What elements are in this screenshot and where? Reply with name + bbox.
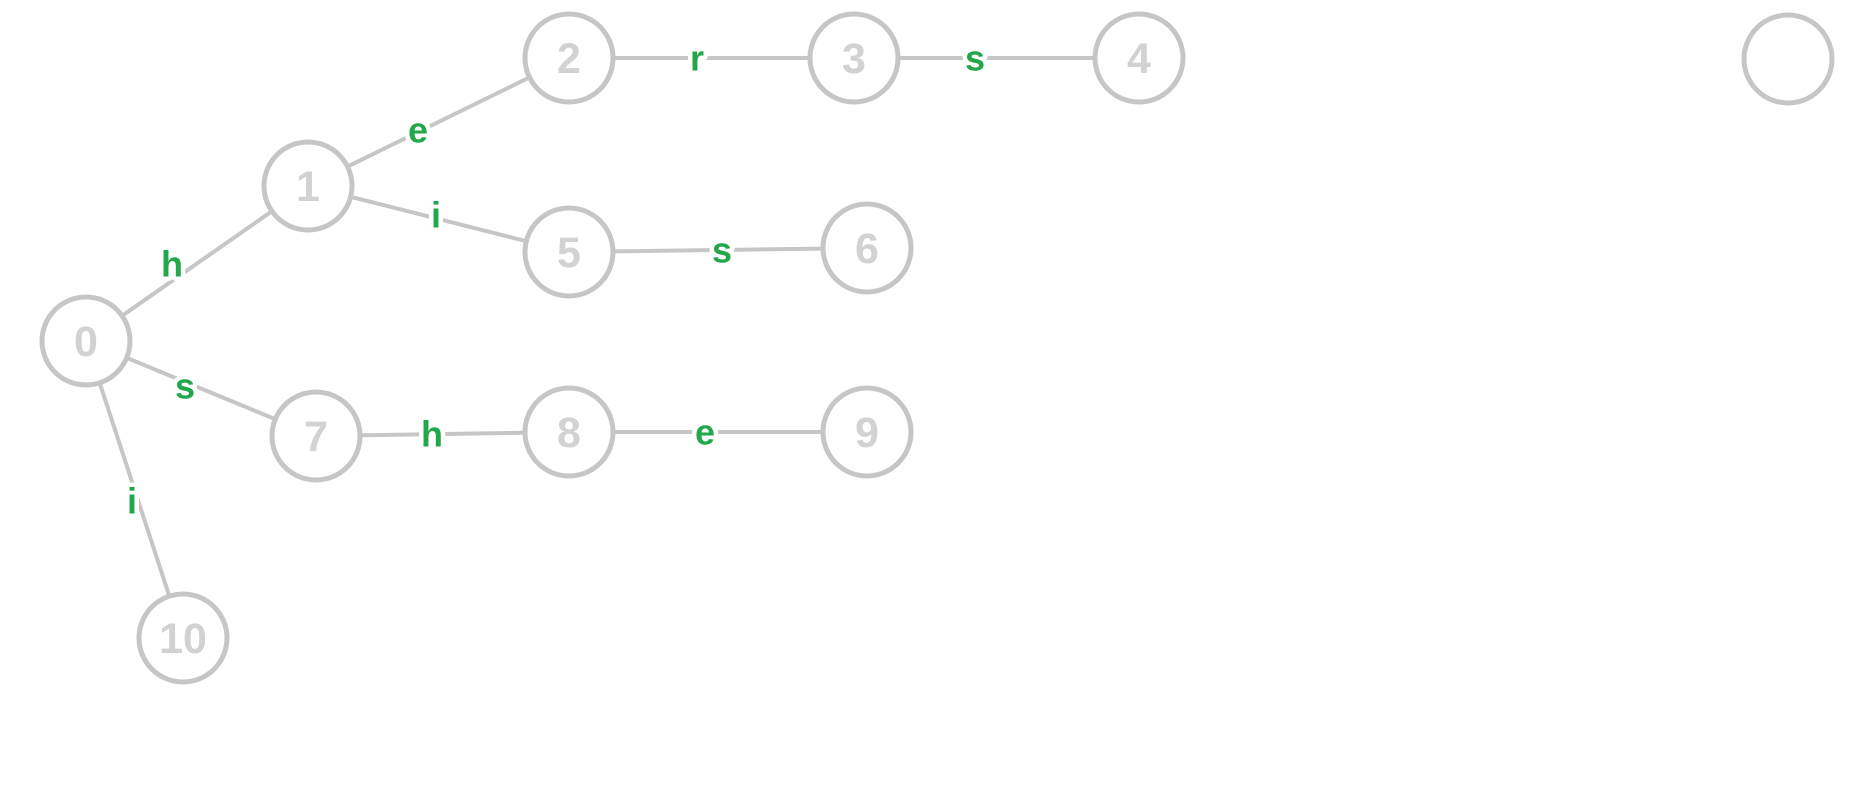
graph-node-0[interactable] — [39, 294, 133, 388]
graph-edge-1-2[interactable] — [347, 76, 530, 168]
graph-edge-label-5-6: s — [712, 230, 732, 271]
graph-node-1[interactable] — [261, 139, 355, 233]
graph-node-10[interactable] — [136, 591, 230, 685]
graph-edge-label-halo-8-9: e — [695, 412, 715, 453]
graph-edge-label-1-2: e — [408, 110, 428, 151]
graph-node-3[interactable] — [807, 11, 901, 105]
graph-edge-label-halo-0-7: s — [175, 366, 195, 407]
graph-edge-label-halo-0-1: h — [161, 244, 183, 285]
graph-node-label-8: 8 — [557, 409, 581, 457]
graph-edge-0-1[interactable] — [121, 210, 273, 317]
graph-edge-label-0-7: s — [175, 366, 195, 407]
graph-node-label-1: 1 — [296, 163, 320, 211]
graph-node-7[interactable] — [269, 389, 363, 483]
graph-edge-label-halo-2-3: r — [690, 38, 704, 79]
graph-edge-label-halo-3-4: s — [965, 38, 985, 79]
graph-node-label-9: 9 — [855, 409, 879, 457]
graph-node-label-3: 3 — [842, 35, 866, 83]
graph-node-label-0: 0 — [74, 318, 98, 366]
graph-node-label-5: 5 — [557, 229, 581, 277]
graph-node-label-6: 6 — [855, 225, 879, 273]
graph-edge-label-1-5: i — [431, 195, 441, 236]
graph-node-5[interactable] — [522, 205, 616, 299]
graph-edge-label-3-4: s — [965, 38, 985, 79]
graph-edge-label-halo-1-2: e — [408, 110, 428, 151]
graph-edge-label-halo-1-5: i — [431, 195, 441, 236]
edge-lines-layer — [98, 56, 1094, 596]
graph-edge-label-halo-7-8: h — [421, 414, 443, 455]
graph-node-label-10: 10 — [159, 615, 207, 663]
graph-edge-label-0-10: i — [127, 481, 137, 522]
graph-edge-label-8-9: e — [695, 412, 715, 453]
graph-edge-1-5[interactable] — [351, 195, 526, 243]
graph-edge-label-halo-5-6: s — [712, 230, 732, 271]
graph-node-2[interactable] — [522, 11, 616, 105]
graph-edge-5-6[interactable] — [613, 246, 823, 254]
node-circles-layer — [39, 11, 1835, 685]
graph-node-label-2: 2 — [557, 35, 581, 83]
graph-node-6[interactable] — [820, 201, 914, 295]
graph-edge-label-2-3: r — [690, 38, 704, 79]
graph-node-label-4: 4 — [1127, 35, 1151, 83]
graph-node-label-7: 7 — [304, 413, 328, 461]
graph-edge-label-7-8: h — [421, 414, 443, 455]
graph-edge-label-halo-0-10: i — [127, 481, 137, 522]
graph-node-9[interactable] — [820, 385, 914, 479]
graph-edge-label-0-1: h — [161, 244, 183, 285]
graph-edge-0-10[interactable] — [98, 383, 171, 596]
graph-node-8[interactable] — [522, 385, 616, 479]
graph-node-u[interactable] — [1741, 12, 1835, 106]
node-labels-layer: 0 1 2 3 4 5 6 7 8 9 10 — [74, 35, 1151, 663]
graph-node-4[interactable] — [1092, 11, 1186, 105]
graph-edge-7-8[interactable] — [360, 430, 525, 438]
graph-edge-0-7[interactable] — [126, 356, 276, 421]
